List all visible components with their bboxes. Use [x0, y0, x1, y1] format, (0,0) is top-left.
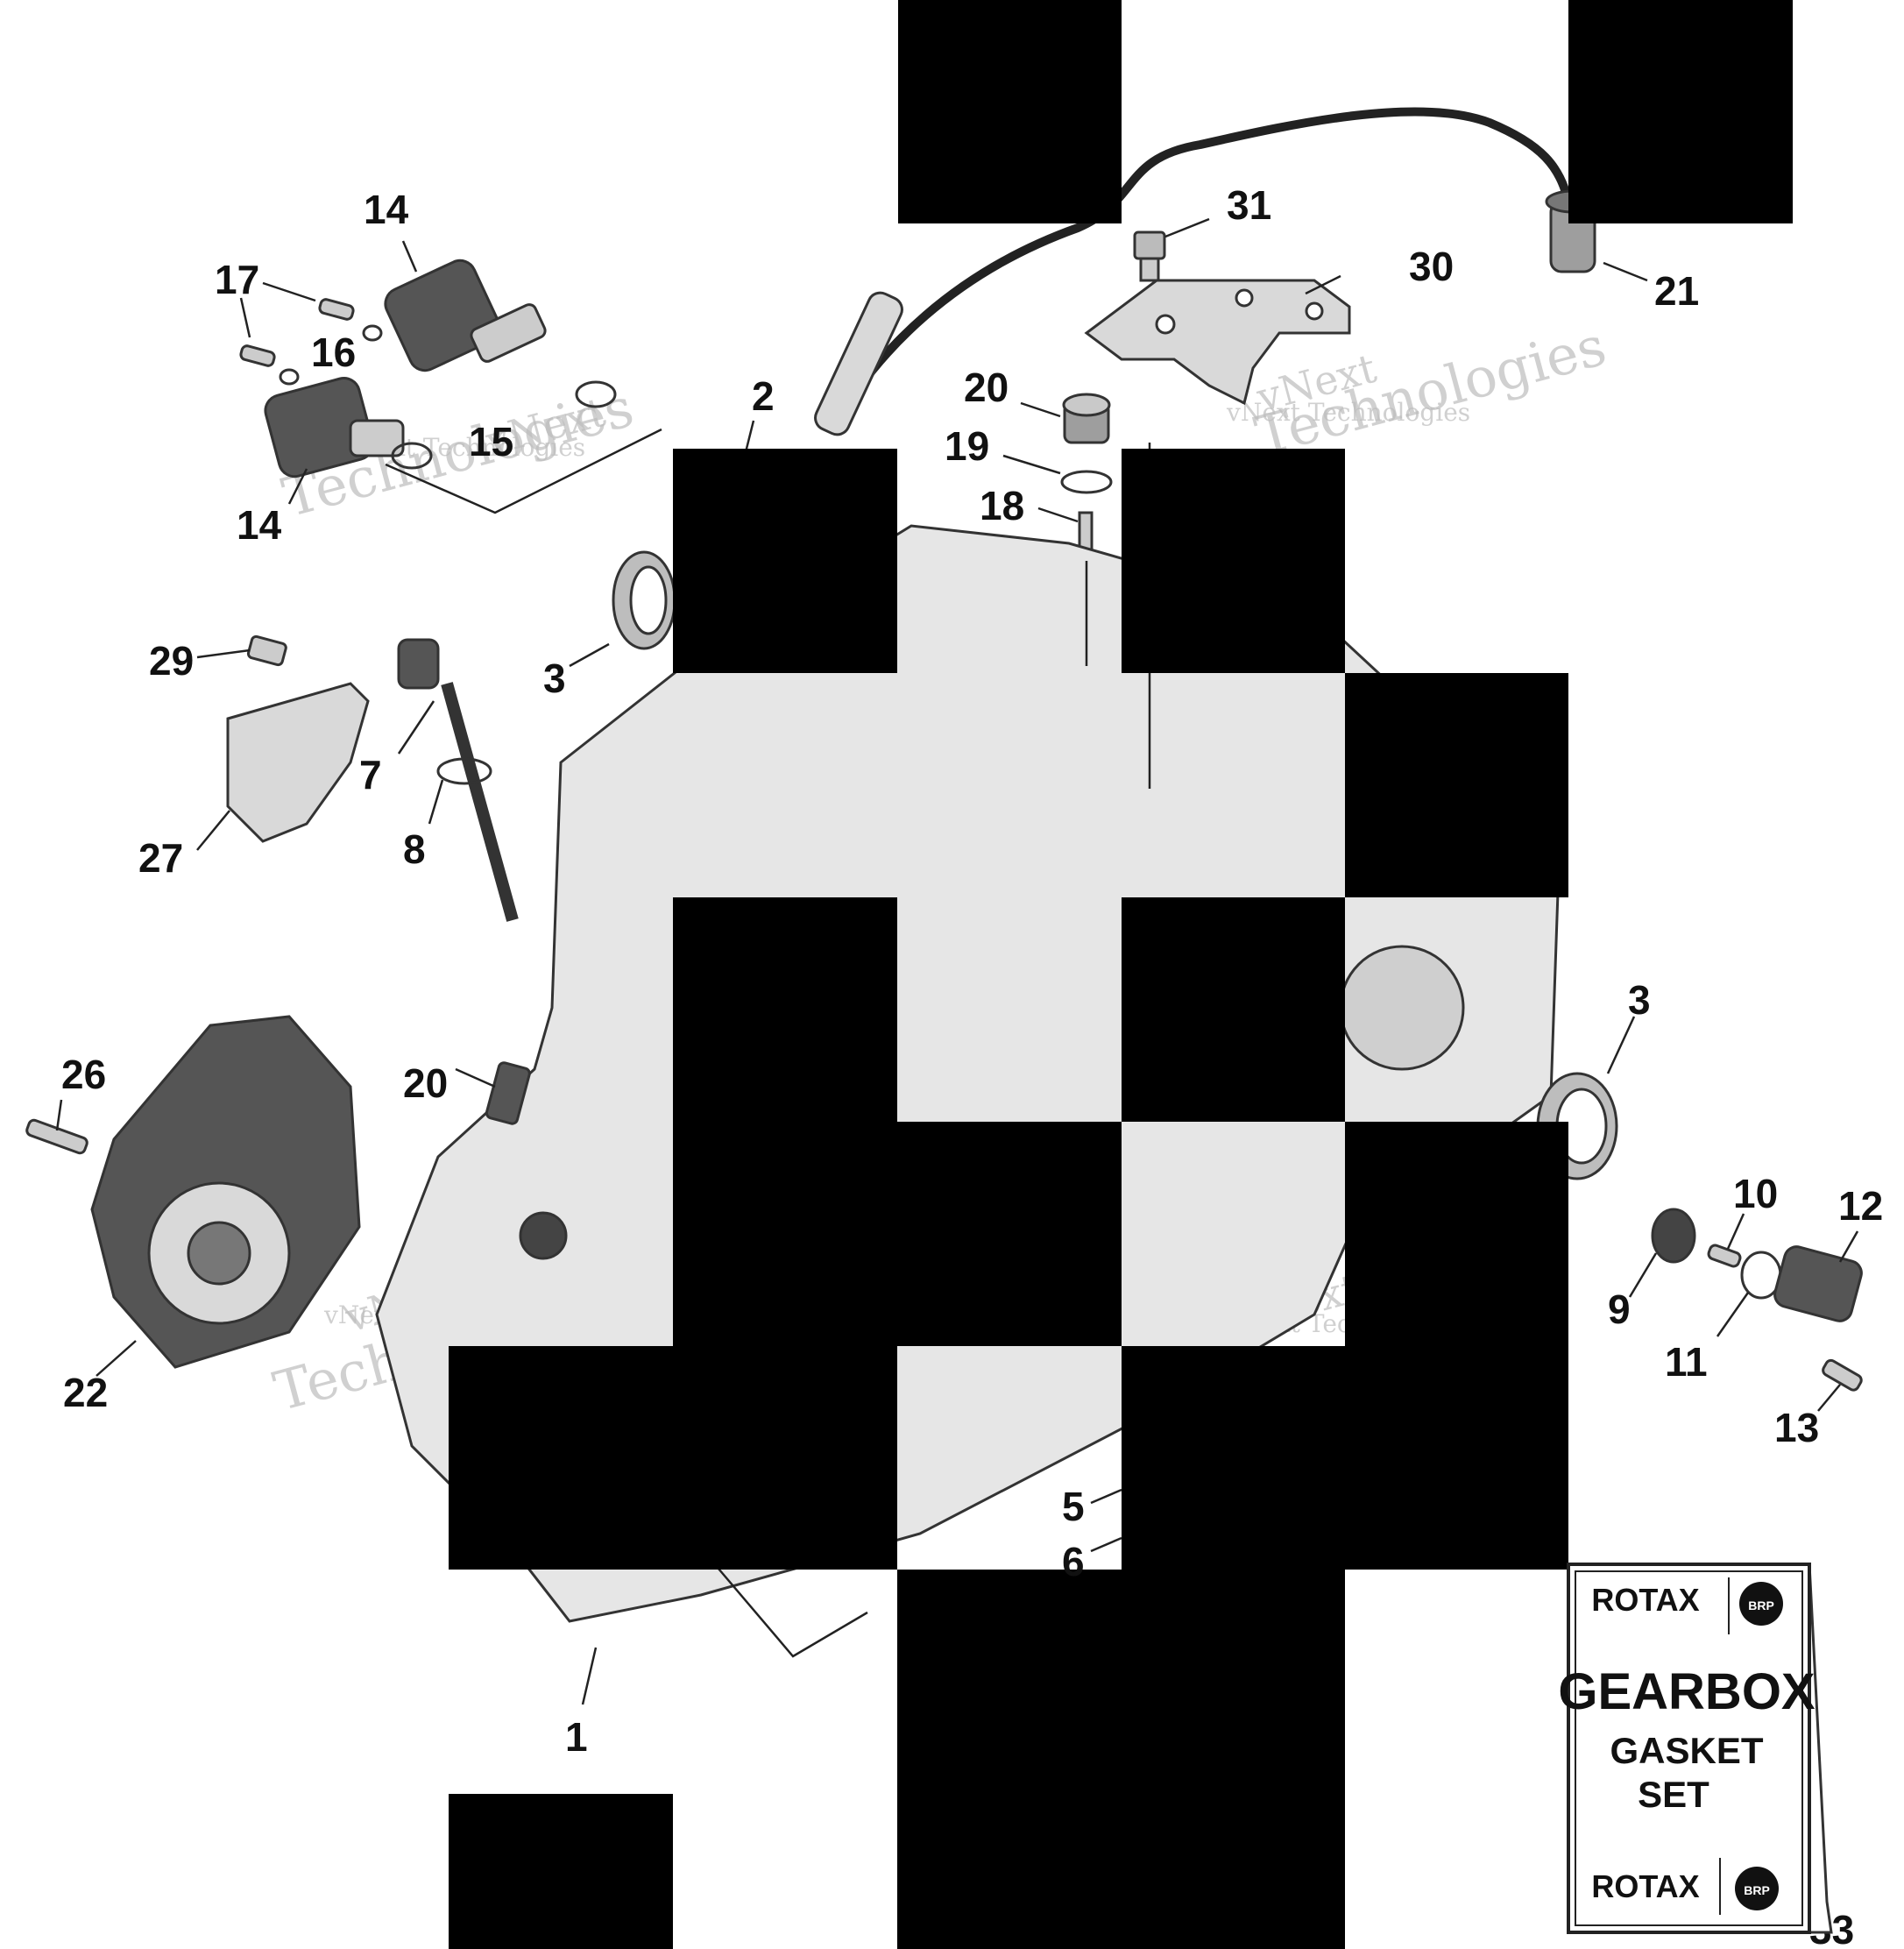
- bolt-27: [25, 1118, 88, 1155]
- callout-15: 15: [469, 419, 513, 464]
- redaction-block: [673, 449, 897, 673]
- redaction-block: [673, 897, 897, 1122]
- callout-19: 19: [945, 423, 989, 469]
- callout-26: 22: [63, 1370, 108, 1415]
- watermark-text: vNext Technologies: [1226, 398, 1470, 427]
- callout-17: 17: [215, 257, 259, 302]
- rotax-logo-bottom: ROTAX: [1591, 1868, 1699, 1904]
- callout-1: 1: [565, 1714, 588, 1760]
- watermark-group-top-right: vNext Technologies vNext Technologies: [1226, 314, 1612, 469]
- bracket-31: [1084, 279, 1351, 406]
- redaction-block: [1568, 0, 1793, 223]
- brp-badge-icon: [1739, 1582, 1783, 1626]
- bolt-30: [246, 634, 287, 667]
- callout-3: 3: [1628, 977, 1651, 1023]
- callout-22: 21: [1654, 268, 1699, 314]
- bracket-29: [226, 682, 370, 843]
- callout-9: 9: [1608, 1286, 1631, 1332]
- callout-13: 13: [1774, 1405, 1819, 1450]
- callout-2: 2: [752, 373, 775, 419]
- callout-14: 14: [237, 502, 282, 548]
- o-ring-19: [1060, 470, 1113, 494]
- callout-30: 29: [149, 638, 194, 684]
- seal-3-left: [612, 550, 676, 650]
- callout-6: 6: [1062, 1539, 1085, 1584]
- callout-29: 27: [138, 835, 183, 881]
- solenoid-14-upper: [384, 259, 547, 372]
- redaction-block: [1122, 449, 1345, 673]
- redaction-block: [1345, 1122, 1568, 1346]
- gasket-set-card: ROTAX BRP GEARBOX GASKET SET ROTAX BRP: [1558, 1563, 1833, 1934]
- callout-14: 14: [364, 187, 409, 232]
- o-ring-8: [436, 757, 492, 785]
- brp-badge-icon: [1735, 1867, 1779, 1910]
- redaction-block: [1345, 673, 1568, 897]
- callout-12: 12: [1838, 1183, 1883, 1229]
- callout-18: 18: [980, 483, 1024, 528]
- plug-20: [1062, 393, 1111, 444]
- callout-31: 30: [1409, 244, 1454, 289]
- callout-8: 8: [403, 826, 426, 872]
- redaction-block: [898, 0, 1122, 223]
- redaction-block: [1122, 897, 1345, 1122]
- callout-5: 5: [1062, 1484, 1085, 1529]
- brp-badge-text: BRP: [1744, 1883, 1770, 1897]
- screw-10: [1707, 1244, 1742, 1268]
- rotax-logo-top: ROTAX: [1591, 1582, 1699, 1618]
- callout-3: 3: [543, 656, 566, 701]
- kit-subtitle-2: SET: [1638, 1774, 1709, 1815]
- seal-9: [1651, 1208, 1696, 1264]
- callout-27: 26: [61, 1052, 106, 1097]
- callout-labels: 14 17 16 15 14 2 3 29 7 8 27 20 19 18 31…: [61, 182, 1883, 1949]
- callout-10: 10: [1733, 1171, 1778, 1216]
- o-rings-15-16: [279, 324, 617, 470]
- redaction-block: [673, 1122, 1122, 1346]
- callout-20: 20: [964, 365, 1009, 410]
- breather-21: [485, 1061, 531, 1125]
- kit-title: GEARBOX: [1558, 1663, 1816, 1720]
- callout-32: 31: [1227, 182, 1271, 228]
- callout-21: 20: [403, 1060, 448, 1106]
- kit-subtitle-1: GASKET: [1610, 1730, 1763, 1771]
- screws-17: [239, 298, 355, 367]
- redaction-block: [449, 1794, 673, 1949]
- bolt-32: [1133, 230, 1166, 282]
- redaction-masks: [449, 0, 1793, 1949]
- callout-11: 11: [1665, 1339, 1708, 1385]
- brp-badge-text: BRP: [1748, 1598, 1774, 1612]
- redaction-block: [897, 1570, 1345, 1949]
- redaction-block: [449, 1346, 897, 1570]
- sensor-12: [1773, 1245, 1863, 1322]
- callout-16: 16: [311, 330, 356, 375]
- redaction-block: [1122, 1346, 1568, 1570]
- pump-26: [90, 1015, 361, 1369]
- bolt-13: [1822, 1358, 1863, 1392]
- dipstick-7: [397, 638, 519, 922]
- callout-7: 7: [359, 752, 382, 797]
- solenoid-14-lower: [264, 377, 405, 478]
